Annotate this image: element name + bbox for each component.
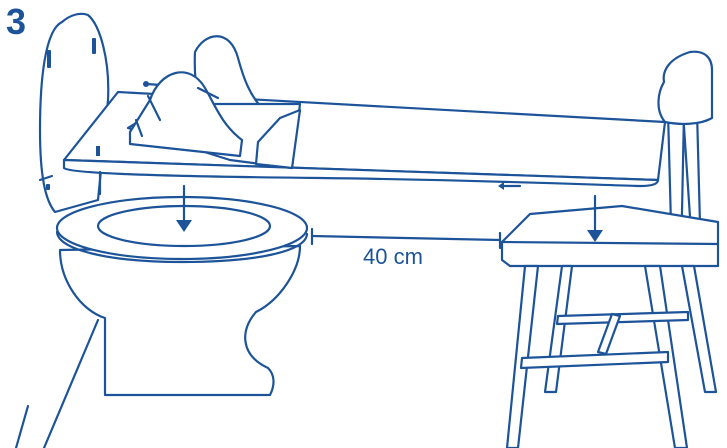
toilet-seat-rim: [55, 230, 309, 264]
toilet-lid: [38, 12, 110, 214]
chair-seat: [500, 204, 720, 268]
chair-backrest: [657, 50, 714, 125]
distance-dimension: [310, 227, 502, 250]
distance-label: 40 cm: [363, 244, 423, 269]
floor-lines: [14, 318, 100, 448]
chair-leg-back-right: [680, 264, 718, 394]
lid-hinge-slots: [46, 38, 96, 190]
chair-rail-back: [555, 310, 690, 326]
seat-insert-front: [128, 71, 244, 158]
placement-arrows: [176, 184, 603, 242]
chair-body: [500, 204, 720, 448]
seat-insert-chute: [254, 108, 302, 170]
step-number: 3: [6, 1, 27, 42]
seat-insert: [126, 35, 302, 170]
board-edge: [62, 158, 660, 188]
toilet-pedestal: [58, 244, 302, 397]
chair-leg-back-left: [543, 264, 574, 394]
chair-rail-front: [519, 350, 670, 370]
chair-rail-diagonal: [596, 312, 622, 356]
